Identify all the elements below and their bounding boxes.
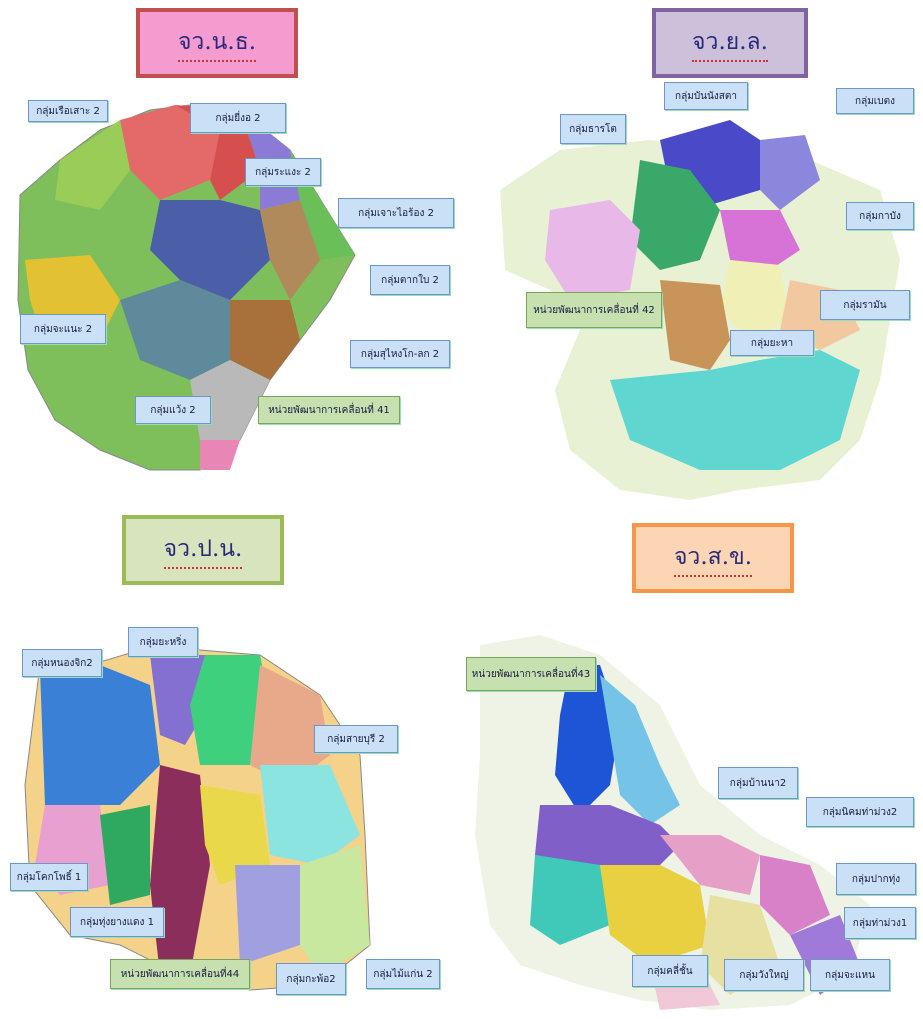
province-title: จว.ย.ล.: [652, 8, 808, 78]
map-narathiwat: [17, 104, 356, 471]
district-callout: กลุ่มธารโต: [560, 114, 626, 144]
district-callout: กลุ่มกาบัง: [846, 202, 914, 230]
panel-narathiwat: จว.น.ธ. กลุ่มเรือเสาะ 2 กลุ่มยี่งอ 2 กลุ…: [0, 0, 460, 505]
district-region: [760, 855, 830, 935]
district-region: [100, 805, 150, 905]
district-callout: กลุ่มยะหา: [730, 330, 814, 356]
district-callout: กลุ่มไม้แก่น 2: [366, 959, 440, 989]
district-callout: กลุ่มวังใหญ่: [724, 959, 804, 991]
district-region: [545, 200, 640, 300]
district-region: [235, 865, 300, 965]
district-region: [660, 835, 760, 895]
unit-callout: หน่วยพัฒนาการเคลื่อนที่ 42: [526, 292, 662, 328]
district-callout: กลุ่มปากทุ่ง: [836, 863, 916, 895]
district-callout: กลุ่มระแงะ 2: [245, 158, 321, 186]
district-callout: กลุ่มแว้ง 2: [135, 396, 211, 424]
province-title-text: จว.น.ธ.: [177, 24, 257, 62]
district-callout: กลุ่มคลี่ชั้น: [632, 955, 708, 987]
district-region: [200, 785, 270, 885]
map-yala: [500, 120, 900, 500]
unit-callout: หน่วยพัฒนาการเคลื่อนที่43: [466, 657, 596, 691]
district-region: [260, 200, 320, 300]
district-callout: กลุ่มเบตง: [836, 88, 914, 114]
district-region: [535, 805, 680, 865]
district-callout: กลุ่มนิคมท่าม่วง2: [806, 797, 914, 827]
district-region: [600, 675, 680, 825]
panel-songkhla: จว.ส.ข. หน่วยพัฒนาการเคลื่อนที่43 กลุ่มบ…: [460, 505, 923, 1019]
district-region: [530, 855, 610, 945]
district-region: [300, 845, 370, 975]
district-region: [200, 440, 240, 470]
district-region: [40, 665, 160, 805]
unit-callout: หน่วยพัฒนาการเคลื่อนที่44: [110, 959, 250, 989]
province-title: จว.ส.ข.: [632, 523, 794, 593]
district-callout: กลุ่มหนองจิก2: [22, 649, 102, 677]
district-region: [630, 160, 720, 270]
panel-pattani: จว.ป.น. กลุ่มหนองจิก2 กลุ่มยะหริ่ง กลุ่ม…: [0, 505, 460, 1019]
district-callout: กลุ่มตากใบ 2: [370, 265, 450, 295]
district-region: [55, 120, 130, 210]
province-title-text: จว.ส.ข.: [673, 539, 753, 577]
district-callout: กลุ่มเรือเสาะ 2: [28, 100, 108, 122]
district-callout: กลุ่มบันนังสตา: [664, 82, 748, 110]
province-title-text: จว.ย.ล.: [692, 24, 768, 62]
district-callout: กลุ่มทุ่งยางแดง 1: [70, 907, 164, 937]
district-region: [260, 765, 360, 865]
unit-callout: หน่วยพัฒนาการเคลื่อนที่ 41: [258, 396, 400, 424]
district-callout: กลุ่มจะแหน: [810, 959, 890, 991]
district-region: [720, 210, 800, 270]
district-callout: กลุ่มยะหริ่ง: [128, 627, 198, 657]
district-callout: กลุ่มรามัน: [820, 290, 910, 320]
district-callout: กลุ่มสุไหงโก-ลก 2: [350, 340, 450, 368]
district-callout: กลุ่มจะแนะ 2: [20, 314, 106, 344]
district-callout: กลุ่มสายบุรี 2: [314, 725, 398, 753]
province-title: จว.น.ธ.: [136, 8, 298, 78]
district-region: [150, 200, 270, 300]
district-region: [600, 865, 710, 965]
district-region: [555, 665, 620, 815]
district-callout: กลุ่มท่าม่วง1: [844, 907, 916, 939]
panel-yala: จว.ย.ล. กลุ่มบันนังสตา กลุ่มเบตง กลุ่มธา…: [460, 0, 923, 505]
district-callout: กลุ่มเจาะไอร้อง 2: [338, 198, 454, 228]
province-title: จว.ป.น.: [122, 515, 284, 585]
district-callout: กลุ่มบ้านนา2: [718, 767, 798, 799]
district-region: [250, 665, 330, 785]
district-region: [190, 655, 270, 765]
district-region: [610, 350, 860, 470]
district-callout: กลุ่มโคกโพธิ์ 1: [10, 863, 88, 891]
district-callout: กลุ่มกะพ้อ2: [276, 963, 346, 995]
district-callout: กลุ่มยี่งอ 2: [190, 103, 286, 133]
district-region: [230, 300, 300, 380]
district-region: [760, 135, 820, 210]
district-region: [120, 280, 230, 380]
district-region: [660, 280, 730, 370]
map-songkhla: [475, 635, 870, 1010]
district-region: [720, 260, 790, 340]
district-region: [150, 765, 210, 975]
province-title-text: จว.ป.น.: [163, 531, 243, 569]
